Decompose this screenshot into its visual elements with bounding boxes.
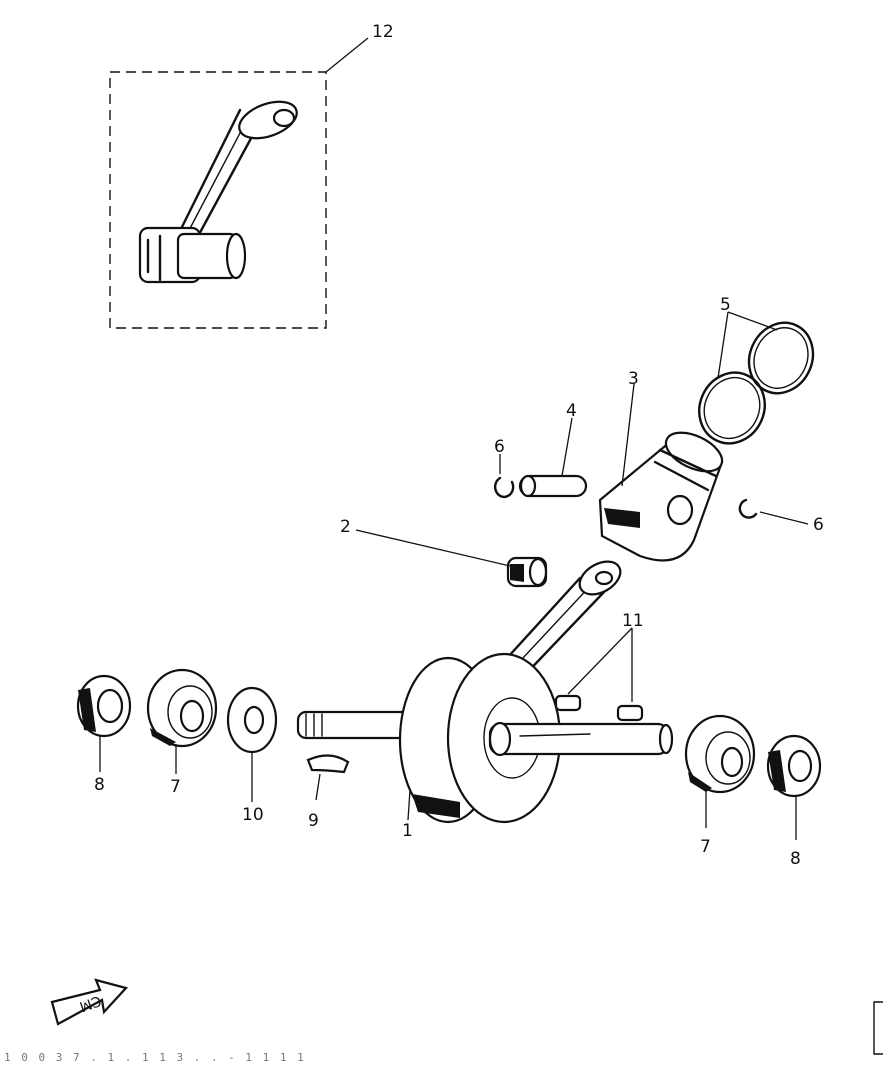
woodruff-key-drawing [306, 754, 350, 801]
callout-12: 12 [372, 22, 394, 42]
direction-arrow-icon: CM [50, 978, 129, 1026]
small-end-bearing-drawing [355, 529, 548, 588]
callout-9: 9 [308, 811, 319, 831]
callout-6-right: 6 [813, 515, 824, 535]
piston-pin-clip-left [493, 454, 515, 499]
callout-7-right: 7 [700, 837, 711, 857]
callout-8-left: 8 [94, 775, 105, 795]
piston-pin-drawing [518, 417, 588, 498]
callout-1: 1 [402, 821, 413, 841]
oil-seal-right-drawing [766, 734, 822, 840]
callout-2: 2 [340, 517, 351, 537]
crank-pins-drawing [554, 627, 644, 722]
crankshaft-drawing [296, 560, 674, 824]
callout-8-right: 8 [790, 849, 801, 869]
oil-seal-left-drawing [76, 674, 132, 772]
piston-rings-drawing [698, 311, 815, 445]
piston-pin-clip-right [738, 498, 809, 525]
callout-4: 4 [566, 401, 577, 421]
connecting-rod-kit-drawing [138, 100, 298, 284]
piston-drawing [598, 383, 724, 562]
callout-3: 3 [628, 369, 639, 389]
callout-6-left: 6 [494, 437, 505, 457]
bearing-left-drawing [146, 668, 218, 774]
thrust-washer-drawing [226, 686, 278, 802]
connecting-rod-assembly-box [109, 37, 369, 329]
bearing-right-drawing [684, 714, 756, 828]
callout-11: 11 [622, 611, 644, 631]
footer-code: 1 0 0 3 7 . 1 . 1 1 3 . . - 1 1 1 1 [4, 1051, 306, 1064]
callout-10: 10 [242, 805, 264, 825]
callout-7-left: 7 [170, 777, 181, 797]
page-frame-fragment [873, 1001, 883, 1055]
callout-5: 5 [720, 295, 731, 315]
direction-arrow-label: CM [77, 992, 103, 1015]
